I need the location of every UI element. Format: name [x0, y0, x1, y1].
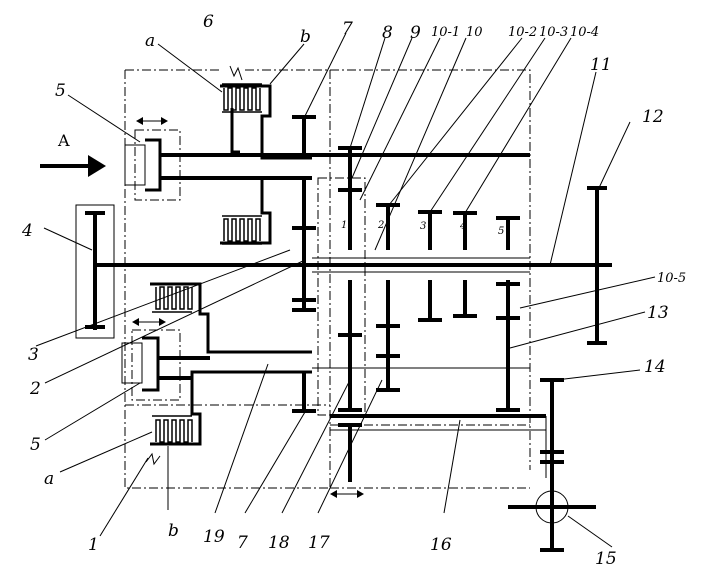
gear-numbers: 1 2 3 4 5 — [341, 220, 504, 237]
label-10-1: 10-1 — [431, 25, 460, 40]
input-arrow: A — [40, 131, 106, 177]
label-10-5: 10-5 — [657, 271, 686, 286]
label-15: 15 — [595, 549, 617, 569]
speed-gears — [338, 146, 520, 412]
part-labels: a 6 b 7 8 9 10-1 10 10-2 10-3 10-4 11 12… — [21, 12, 686, 569]
part-7-gears — [292, 115, 316, 413]
input-direction-label: A — [57, 131, 70, 150]
gear-number-5: 5 — [498, 226, 504, 237]
label-5-top: 5 — [55, 81, 66, 101]
label-12: 12 — [642, 107, 664, 127]
part-12-gear — [587, 186, 607, 345]
leader-lines — [35, 32, 656, 548]
top-synchronizer — [124, 117, 530, 201]
main-shaft — [95, 257, 612, 273]
label-b-bottom: b — [168, 521, 179, 541]
label-7-top: 7 — [342, 19, 353, 39]
bottom-clutch-pack — [145, 282, 312, 466]
label-18: 18 — [268, 533, 290, 553]
gear-number-3: 3 — [420, 221, 426, 232]
label-3: 3 — [28, 345, 39, 365]
output-gears — [508, 378, 596, 552]
label-14: 14 — [644, 357, 666, 377]
label-2: 2 — [29, 379, 41, 399]
part-4-gear — [75, 204, 115, 339]
label-6: 6 — [203, 12, 214, 32]
label-8: 8 — [382, 23, 393, 43]
part-17-sliding-gear — [330, 423, 364, 498]
label-11: 11 — [590, 55, 612, 75]
label-7-bottom: 7 — [237, 533, 248, 553]
label-1: 1 — [88, 535, 99, 555]
label-10-3: 10-3 — [539, 25, 568, 40]
label-16: 16 — [430, 535, 452, 555]
label-9: 9 — [410, 23, 421, 43]
label-a-bottom: a — [44, 469, 54, 489]
label-10-4: 10-4 — [570, 25, 599, 40]
label-13: 13 — [647, 303, 669, 323]
top-clutch-pack — [220, 65, 312, 245]
housing-outline — [124, 69, 531, 489]
label-5-bottom: 5 — [30, 435, 41, 455]
label-17: 17 — [308, 533, 330, 553]
label-10: 10 — [466, 25, 483, 40]
gear-number-4: 4 — [459, 221, 466, 232]
label-10-2: 10-2 — [508, 25, 537, 40]
label-4: 4 — [21, 221, 33, 241]
label-a-top: a — [145, 31, 155, 51]
gear-number-2: 2 — [377, 220, 384, 231]
label-19: 19 — [203, 527, 225, 547]
bottom-synchronizer — [121, 318, 210, 401]
gear-number-1: 1 — [341, 220, 347, 231]
label-b-top: b — [300, 27, 311, 47]
